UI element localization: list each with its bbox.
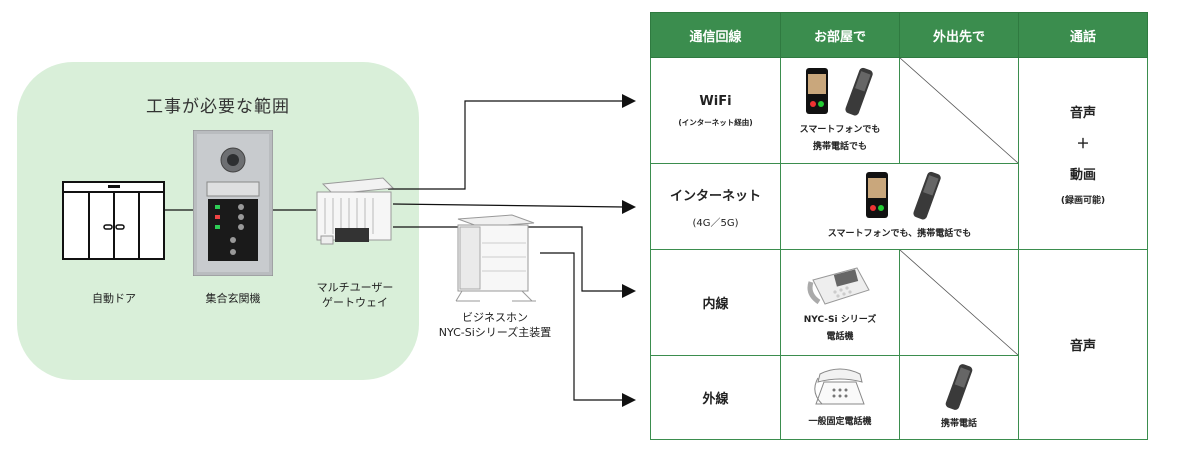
cell-internet-name: インターネット (4G／5G) bbox=[650, 163, 781, 250]
not-applicable-diagonal bbox=[900, 58, 1018, 163]
header-outside: 外出先で bbox=[899, 12, 1019, 58]
cell-naisen-outside bbox=[899, 249, 1019, 356]
smartphone-and-flip-phone-icon bbox=[865, 171, 941, 220]
naisen-room-label1: NYC-Si シリーズ bbox=[803, 314, 877, 325]
office-phone-icon bbox=[807, 266, 870, 305]
gaisen-out-label: 携帯電話 bbox=[940, 419, 977, 429]
table-row-naisen: 内線 NYC-Si シリーズ 電話機 音声 bbox=[650, 249, 1148, 440]
internet-label: スマートフォンでも、携帯電話でも bbox=[827, 229, 972, 239]
gateway-label-line2: ゲートウェイ bbox=[322, 296, 388, 309]
cell-naisen-room: NYC-Si シリーズ 電話機 bbox=[780, 249, 900, 356]
cell-wifi-outside bbox=[899, 57, 1019, 164]
gateway-label-line1: マルチユーザー bbox=[316, 281, 394, 294]
cell-internet-devices: スマートフォンでも、携帯電話でも bbox=[780, 163, 1019, 250]
header-call: 通話 bbox=[1018, 12, 1148, 58]
cell-call-top: 音声 ＋ 動画 (録画可能) bbox=[1018, 57, 1148, 250]
call-bottom-label: 音声 bbox=[1069, 339, 1096, 354]
cell-gaisen-outside: 携帯電話 bbox=[899, 355, 1019, 440]
pbx-label-line1: ビジネスホン bbox=[462, 311, 528, 324]
cell-wifi-name: WiFi (インターネット経由) bbox=[650, 57, 781, 164]
gaisen-room-label: 一般固定電話機 bbox=[808, 417, 872, 427]
header-line: 通信回線 bbox=[650, 12, 781, 58]
pbx-label-line2: NYC-Siシリーズ主装置 bbox=[438, 326, 552, 339]
landline-phone-icon bbox=[814, 368, 865, 405]
cell-gaisen-name: 外線 bbox=[650, 355, 781, 440]
header-room: お部屋で bbox=[780, 12, 900, 58]
call-top-line1: 音声 bbox=[1069, 105, 1096, 121]
auto-door-icon bbox=[62, 181, 165, 260]
smartphone-and-flip-phone-icon bbox=[806, 67, 873, 115]
table-row-gaisen: 外線 一般固定電話機 携帯電話 bbox=[650, 355, 1148, 440]
entrance-panel-icon bbox=[193, 130, 273, 276]
gateway-label: マルチユーザー ゲートウェイ bbox=[290, 280, 420, 310]
cell-naisen-name: 内線 bbox=[650, 249, 781, 356]
auto-door-label: 自動ドア bbox=[92, 292, 136, 305]
cell-gaisen-room: 一般固定電話機 bbox=[780, 355, 900, 440]
internet-name: インターネット bbox=[669, 188, 761, 204]
naisen-room-label2: 電話機 bbox=[826, 331, 854, 342]
table-header-row: 通信回線 お部屋で 外出先で 通話 bbox=[650, 12, 1148, 58]
wifi-name: WiFi bbox=[699, 93, 732, 109]
pbx-label: ビジネスホン NYC-Siシリーズ主装置 bbox=[420, 310, 570, 340]
internet-sub: (4G／5G) bbox=[692, 217, 739, 229]
gaisen-name: 外線 bbox=[702, 392, 729, 407]
comparison-table: 通信回線 お部屋で 外出先で 通話 WiFi (インターネット経由) スマートフ… bbox=[650, 12, 1148, 440]
entrance-label: 集合玄関機 bbox=[205, 292, 261, 305]
wifi-sub: (インターネット経由) bbox=[678, 117, 753, 127]
call-top-line3: 動画 bbox=[1069, 167, 1096, 183]
not-applicable-diagonal bbox=[900, 250, 1018, 355]
wifi-room-label2: 携帯電話でも bbox=[812, 141, 867, 152]
wifi-room-label1: スマートフォンでも bbox=[799, 124, 881, 135]
pbx-unit-icon bbox=[455, 214, 536, 302]
gateway-icon bbox=[316, 177, 395, 245]
zone-title: 工事が必要な範囲 bbox=[146, 97, 290, 117]
cell-wifi-room: スマートフォンでも 携帯電話でも bbox=[780, 57, 900, 164]
call-top-line2: ＋ bbox=[1076, 136, 1090, 152]
cell-call-bottom: 音声 bbox=[1018, 249, 1148, 440]
naisen-name: 内線 bbox=[702, 297, 729, 312]
flip-phone-icon bbox=[945, 364, 973, 410]
table-row-wifi: WiFi (インターネット経由) スマートフォンでも 携帯電話でも 音声 ＋ 動… bbox=[650, 57, 1148, 250]
call-top-line4: (録画可能) bbox=[1060, 195, 1106, 206]
